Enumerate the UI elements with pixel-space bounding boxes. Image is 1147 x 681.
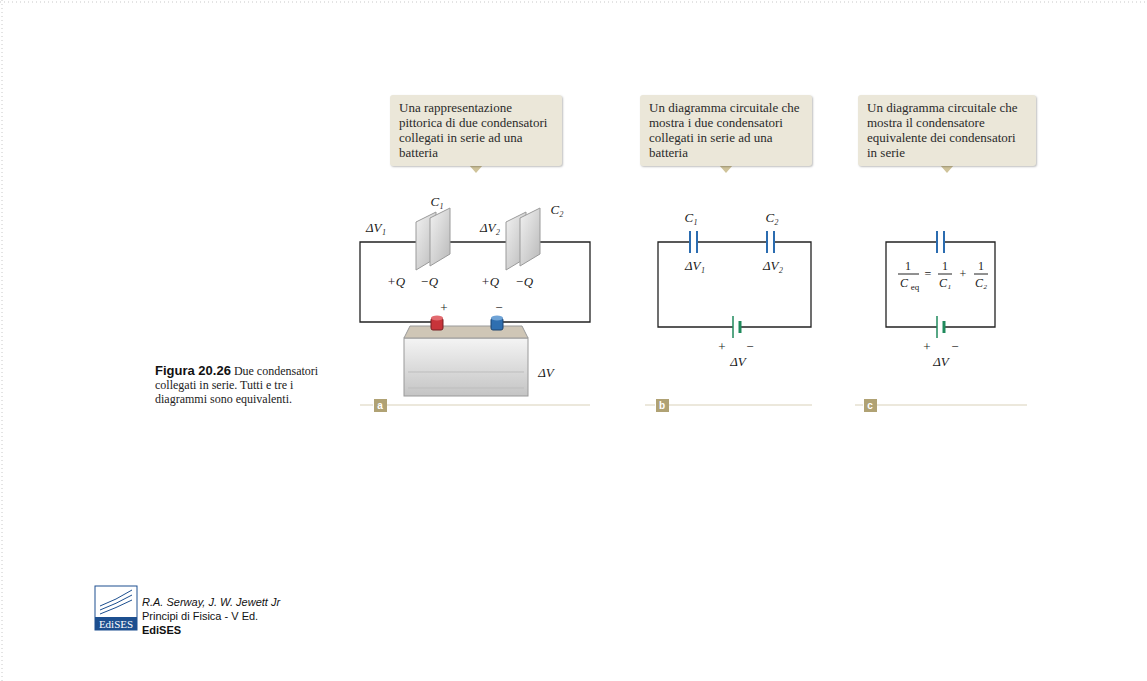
battery-illustration [404, 316, 528, 397]
figure-caption-block: Figura 20.26 Due condensatori collegati … [155, 364, 347, 406]
page-border [2, 0, 3, 681]
callout-pointer [719, 165, 733, 173]
panel-letter: a [374, 399, 387, 412]
voltage-label: ΔV₂ [763, 259, 783, 273]
panel-letter: c [864, 399, 877, 412]
book-title: Principi di Fisica - V Ed. [142, 610, 258, 623]
terminal-sign: − [495, 301, 502, 315]
wire [658, 242, 811, 327]
equation-term: 1 [978, 260, 984, 272]
capacitor-symbol [937, 231, 944, 253]
equation-term: 1 [905, 260, 911, 272]
callout-box: Una rappresentazione pittorica di due co… [390, 95, 562, 166]
wire [886, 242, 995, 327]
voltage-label: ΔV [933, 355, 949, 369]
equation-term: C₂ [975, 277, 987, 289]
voltage-label: ΔV₁ [366, 221, 386, 235]
voltage-label: ΔV [538, 366, 554, 380]
equation-term: 1 [942, 260, 948, 272]
callout-box: Un diagramma circuitale che mostra i due… [640, 95, 812, 166]
publisher-logo [95, 586, 137, 630]
voltage-label: ΔV₂ [480, 221, 500, 235]
charge-label: +Q [481, 275, 499, 289]
equation-term: C₁ [939, 277, 951, 289]
author-line: R.A. Serway, J. W. Jewett Jr [142, 596, 280, 609]
equation-sign: + [960, 268, 967, 280]
terminal-sign: + [718, 340, 725, 354]
capacitor-plates [416, 208, 450, 270]
equation-subscript: eq [911, 283, 920, 292]
voltage-label: ΔV₁ [685, 259, 705, 273]
charge-label: +Q [387, 275, 405, 289]
page-border [0, 2, 1147, 3]
capacitor-label: C₂ [550, 203, 563, 217]
equation-sign: = [925, 268, 932, 280]
panel-rule [360, 405, 1027, 406]
capacitor-label: C₂ [765, 211, 778, 225]
callout-text: Un diagramma circuitale che mostra i due… [649, 100, 803, 160]
charge-label: −Q [420, 275, 438, 289]
capacitor-label: C₁ [430, 195, 443, 209]
terminal-sign: − [746, 340, 753, 354]
capacitor-label: C₁ [684, 211, 697, 225]
callout-pointer [469, 165, 483, 173]
charge-label: −Q [515, 275, 533, 289]
terminal-sign: + [923, 340, 930, 354]
capacitor-plates [506, 208, 540, 270]
logo-text: EdiSES [99, 619, 133, 630]
capacitor-symbol [767, 231, 774, 253]
callout-text: Una rappresentazione pittorica di due co… [399, 100, 553, 160]
capacitor-symbol [690, 231, 697, 253]
equation-term: C [900, 277, 908, 289]
terminal-sign: − [951, 340, 958, 354]
callout-pointer [940, 165, 954, 173]
wire [360, 242, 590, 322]
publisher-name: EdiSES [142, 624, 181, 637]
battery-symbol [937, 316, 944, 338]
callout-text: Un diagramma circuitale che mostra il co… [867, 100, 1027, 160]
terminal-sign: + [440, 301, 447, 315]
spacer [231, 364, 234, 378]
callout-box: Un diagramma circuitale che mostra il co… [858, 95, 1036, 166]
battery-symbol [733, 316, 740, 338]
panel-letter: b [656, 399, 669, 412]
voltage-label: ΔV [730, 355, 746, 369]
figure-number: Figura 20.26 [155, 363, 231, 378]
fraction-bar [898, 274, 988, 275]
